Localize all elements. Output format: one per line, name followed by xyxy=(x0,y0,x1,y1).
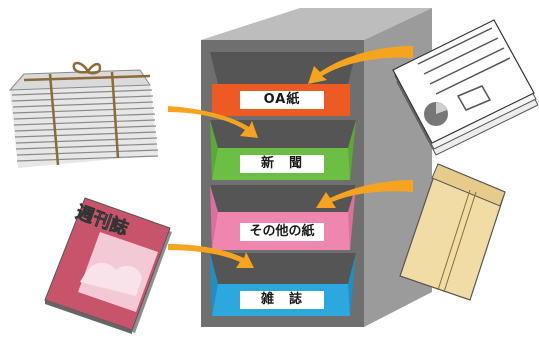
arrow-newspaper-icon xyxy=(168,106,258,138)
arrow-oa-icon xyxy=(308,46,413,84)
slot-label-magazine: 雑 誌 xyxy=(240,291,324,309)
oa-documents-icon xyxy=(392,19,539,156)
slot-label-newspaper: 新 聞 xyxy=(240,155,324,173)
arrows xyxy=(168,46,413,268)
slot-label-other-paper: その他の紙 xyxy=(240,223,324,241)
newspaper-bundle-icon xyxy=(8,61,159,168)
envelope-icon xyxy=(399,163,506,301)
arrow-magazine-icon xyxy=(168,244,254,268)
arrow-envelope-icon xyxy=(316,180,413,208)
magazine-icon: 週刊誌 xyxy=(44,197,172,334)
slot-label-oa-paper: OA紙 xyxy=(240,91,324,109)
